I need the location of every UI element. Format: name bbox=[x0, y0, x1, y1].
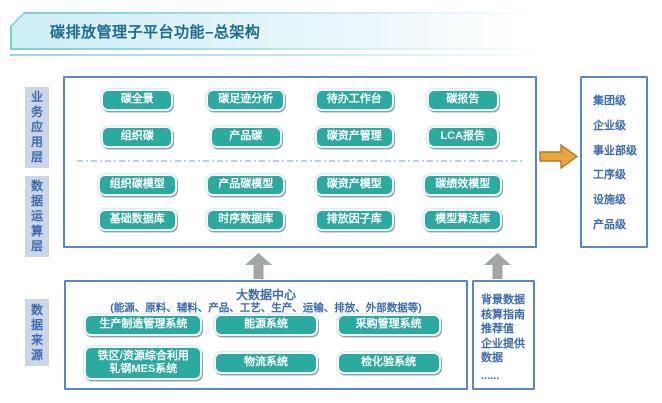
bg-data-line: 数据 bbox=[481, 352, 503, 364]
data-center-subtitle: (能源、原料、辅料、产品、工艺、生产、运输、排放、外部数据等) bbox=[110, 302, 422, 314]
layer-divider bbox=[77, 160, 523, 162]
platform-node: 碳报告 bbox=[426, 89, 499, 111]
bg-data-line: ...... bbox=[481, 369, 500, 382]
platform-node: 碳全景 bbox=[101, 89, 174, 111]
platform-node: 碳绩效模型 bbox=[423, 174, 503, 196]
system-node: 铁区/资源综合利用 轧钢MES系统 bbox=[84, 346, 203, 380]
layer-label-compute: 数据运算层 bbox=[25, 176, 49, 257]
platform-node: 碳资产模型 bbox=[314, 174, 394, 196]
arrow-up-icon bbox=[484, 253, 511, 279]
system-node: 能源系统 bbox=[213, 314, 318, 336]
level-item: 工序级 bbox=[593, 169, 626, 182]
title-banner-inner: 碳排放管理子平台功能–总架构 bbox=[12, 14, 650, 48]
level-item: 集团级 bbox=[593, 95, 626, 107]
bg-data-line: 推荐值 bbox=[481, 323, 514, 335]
platform-node: 碳足迹分析 bbox=[206, 89, 286, 111]
system-node: 物流系统 bbox=[213, 352, 318, 374]
platform-box: 碳全景 碳足迹分析 待办工作台 碳报告 组织碳 产品碳 碳资产管理 LCA报告 … bbox=[63, 76, 537, 248]
platform-node: 排放因子库 bbox=[314, 209, 394, 231]
platform-node: 产品碳模型 bbox=[206, 174, 286, 196]
arrow-right-icon bbox=[539, 143, 579, 170]
level-item: 设施级 bbox=[593, 194, 626, 207]
page-title: 碳排放管理子平台功能–总架构 bbox=[50, 23, 261, 41]
platform-node: 时序数据库 bbox=[206, 209, 286, 231]
title-underline bbox=[10, 54, 652, 56]
platform-node: 组织碳模型 bbox=[97, 174, 177, 196]
platform-node: 组织碳 bbox=[101, 126, 174, 148]
arrow-up-icon bbox=[245, 253, 272, 279]
title-banner: 碳排放管理子平台功能–总架构 bbox=[10, 12, 652, 50]
platform-node: 待办工作台 bbox=[314, 89, 394, 111]
data-center-box: 大数据中心 (能源、原料、辅料、产品、工艺、生产、运输、排放、外部数据等) 生产… bbox=[64, 280, 468, 390]
level-item: 企业级 bbox=[593, 119, 626, 132]
level-item: 产品级 bbox=[593, 218, 626, 231]
system-node: 采购管理系统 bbox=[336, 314, 441, 336]
platform-node: 产品碳 bbox=[209, 126, 282, 148]
system-node: 生产制造管理系统 bbox=[84, 314, 203, 336]
layer-label-source: 数据来源 bbox=[25, 299, 49, 366]
platform-node: 碳资产管理 bbox=[314, 126, 394, 148]
platform-node: LCA报告 bbox=[426, 126, 499, 148]
platform-node: 模型算法库 bbox=[423, 209, 503, 231]
layer-label-business: 业务应用层 bbox=[25, 87, 49, 168]
system-node: 检化验系统 bbox=[336, 352, 441, 374]
background-data-box: 背景数据 核算指南 推荐值 企业提供 数据 ...... bbox=[472, 280, 535, 390]
platform-node: 基础数据库 bbox=[97, 209, 177, 231]
level-item: 事业部级 bbox=[593, 144, 637, 157]
bg-data-line: 背景数据 bbox=[481, 294, 525, 306]
bg-data-line: 核算指南 bbox=[481, 308, 525, 321]
levels-box: 集团级 企业级 事业部级 工序级 设施级 产品级 bbox=[580, 76, 648, 248]
data-center-title: 大数据中心 bbox=[235, 288, 296, 302]
bg-data-line: 企业提供 bbox=[481, 337, 525, 350]
